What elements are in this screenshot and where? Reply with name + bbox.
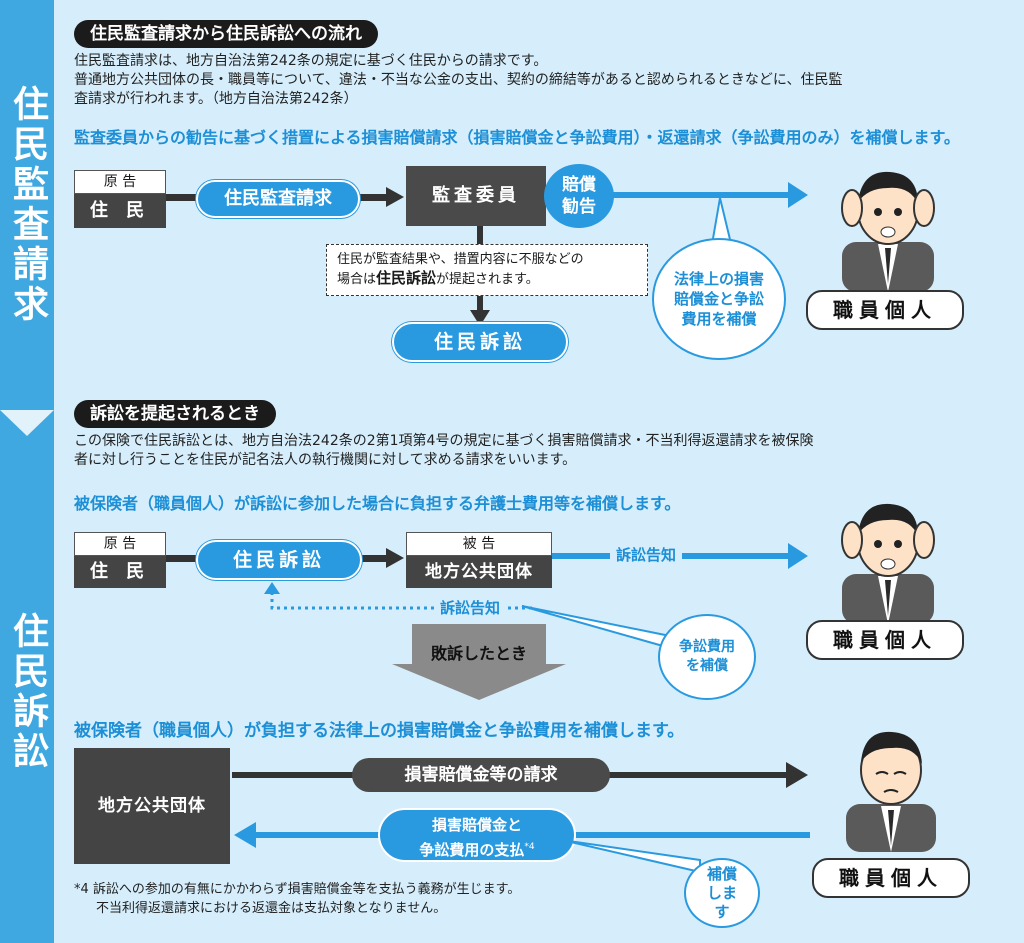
plaintiff-name: 住 民 [74, 194, 166, 228]
compensate-bubble: 補償します [684, 858, 760, 928]
compensation-bubble-text-1: 法律上の損害賠償金と争訟費用を補償 [673, 270, 764, 328]
payment-line2-wrap: 争訟費用の支払*4 [380, 836, 574, 861]
section1-para-line1: 住民監査請求は、地方自治法第242条の規定に基づく住民からの請求です。 [74, 53, 548, 69]
payment-line1: 損害賠償金と [431, 816, 522, 834]
payment-pill: 損害賠償金と 争訟費用の支払*4 [378, 808, 576, 862]
worried-staff-figure-1 [841, 171, 935, 292]
worried-staff-figure-2 [841, 503, 935, 624]
staff-label-3: 職員個人 [812, 858, 970, 898]
sidebar-section-lawsuit: 住民訴訟 [0, 440, 54, 943]
local-gov-box: 地方公共団体 [74, 748, 230, 864]
lawsuit-note: 住民が監査結果や、措置内容に不服などの 場合は住民訴訟が提起されます。 [326, 244, 648, 296]
notice-label-1: 訴訟告知 [610, 544, 683, 565]
lawsuit-note-line1: 住民が監査結果や、措置内容に不服などの [337, 252, 584, 267]
plaintiff-label-2: 原 告 [74, 532, 166, 556]
lawsuit-pill-1: 住民訴訟 [392, 322, 568, 362]
footnote-line1: *4 訴訟への参加の有無にかかわらず損害賠償金等を支払う義務が生じます。 [74, 882, 521, 897]
audit-request-pill: 住民監査請求 [196, 180, 360, 218]
note-bold: 住民訴訟 [376, 269, 437, 287]
staff-label-2: 職員個人 [806, 620, 964, 660]
section1-heading: 住民監査請求から住民訴訟への流れ [74, 20, 378, 48]
payment-footnote-mark: *4 [524, 842, 535, 852]
section1-para-line3: 査請求が行われます。（地方自治法第242条） [74, 91, 358, 107]
compensation-bubble-text-2: 争訟費用を補償 [679, 639, 735, 674]
payment-line2: 争訟費用の支払 [419, 841, 525, 859]
recommend-arrow [612, 182, 808, 208]
lost-down-arrow [392, 624, 566, 700]
compensation-bubble-1: 法律上の損害賠償金と争訟費用を補償 [652, 238, 786, 360]
section1-paragraph: 住民監査請求は、地方自治法第242条の規定に基づく住民からの請求です。 普通地方… [74, 52, 1004, 109]
notice-dotted-arrow [264, 582, 532, 610]
lawsuit-pill-2: 住民訴訟 [196, 540, 362, 580]
note-pre: 場合は [337, 272, 377, 287]
staff-label-1: 職員個人 [806, 290, 964, 330]
audit-committee-box: 監査委員 [406, 166, 546, 226]
note-post: が提起されます。 [436, 272, 539, 287]
footnote-line2: 不当利得返還請求における返還金は支払対象となりません。 [96, 901, 447, 916]
bubble-tail-3 [561, 839, 701, 874]
sidebar-label-audit: 住民監査請求 [7, 85, 48, 325]
defendant-label: 被 告 [406, 532, 552, 556]
section1-para-line2: 普通地方公共団体の長・職員等について、違法・不当な公金の支出、契約の締結等がある… [74, 72, 843, 88]
notice-label-2: 訴訟告知 [434, 597, 507, 618]
section2-heading: 訴訟を提起されるとき [74, 400, 276, 428]
sidebar-section-audit: 住民監査請求 [0, 0, 54, 410]
footnote: *4 訴訟への参加の有無にかかわらず損害賠償金等を支払う義務が生じます。 不当利… [74, 880, 520, 918]
section2-para-line2: 者に対し行うことを住民が記名法人の執行機関に対して求める請求をいいます。 [74, 452, 577, 468]
sidebar-divider [0, 410, 54, 440]
section1-blue-statement: 監査委員からの勧告に基づく措置による損害賠償請求（損害賠償金と争訟費用）・返還請… [74, 128, 960, 147]
section2-blue-statement1: 被保険者（職員個人）が訴訟に参加した場合に負担する弁護士費用等を補償します。 [74, 494, 681, 513]
claim-pill: 損害賠償金等の請求 [352, 758, 610, 792]
recommend-badge: 賠償勧告 [544, 164, 614, 228]
lawsuit-note-line2: 場合は住民訴訟が提起されます。 [337, 269, 637, 289]
section2-paragraph: この保険で住民訴訟とは、地方自治法242条の2第1項第4号の規定に基づく損害賠償… [74, 432, 1004, 470]
lost-label: 敗訴したとき [430, 644, 527, 663]
sidebar-label-lawsuit: 住民訴訟 [7, 611, 48, 772]
defendant-name: 地方公共団体 [406, 556, 552, 588]
section2-para-line1: この保険で住民訴訟とは、地方自治法242条の2第1項第4号の規定に基づく損害賠償… [74, 433, 814, 449]
compensate-text: 補償します [706, 864, 737, 921]
plaintiff-label: 原 告 [74, 170, 166, 194]
plaintiff-name-2: 住 民 [74, 556, 166, 588]
section2-blue-statement2: 被保険者（職員個人）が負担する法律上の損害賠償金と争訟費用を補償します。 [74, 721, 685, 741]
compensation-bubble-2: 争訟費用を補償 [658, 614, 756, 700]
recommend-text: 賠償勧告 [562, 175, 596, 217]
sad-staff-figure [846, 731, 936, 852]
